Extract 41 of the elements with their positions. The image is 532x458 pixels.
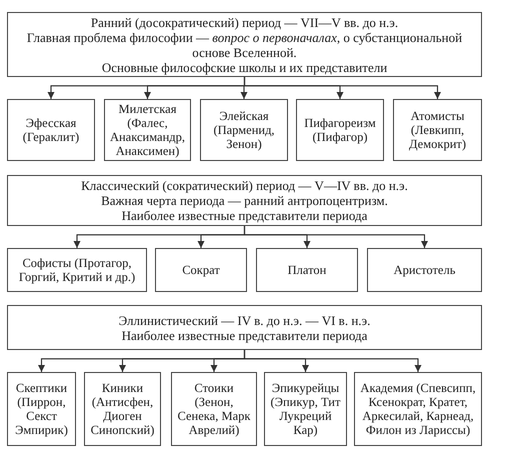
box-text: Эфесская (Гераклит): [22, 116, 80, 144]
school-box: [367, 248, 482, 292]
school-box: [7, 99, 95, 161]
box-text: Эллинистический — IV в. до н.э. — VI в. н.э.: [118, 312, 370, 328]
school-box: [393, 99, 482, 161]
school-box: [296, 99, 384, 161]
box-text: Наиболее известные представители периода: [122, 208, 368, 223]
box-text: Милетская (Фалес, Анаксимандр, Анаксимен): [108, 102, 186, 158]
arrow: [244, 77, 441, 99]
school-box: [171, 372, 257, 446]
period-box: [7, 175, 482, 226]
box-text: Скептики (Пиррон, Секст Эмпирик): [14, 381, 69, 437]
school-box: [256, 248, 358, 292]
school-box: [264, 372, 347, 446]
box-text: Ранний (досократический) период — VII—V вв. до н.э.: [90, 14, 398, 30]
school-box: [84, 372, 161, 446]
box-text: Киники (Антисфен, Диоген Синопский): [90, 381, 156, 437]
box-text: Классический (сократический) период — V—IV вв. до н.э.: [81, 178, 408, 193]
box-text: Основные философские школы и их представители: [102, 60, 388, 74]
box-text: Атомисты (Левкипп, Демокрит): [408, 109, 468, 151]
box-text: Стоики (Зенон, Сенека, Марк Аврелий): [176, 381, 252, 437]
box-text: Сократ: [182, 263, 220, 277]
school-box: [354, 372, 482, 446]
school-box: [7, 248, 147, 292]
period-box: [7, 305, 482, 350]
period-box: [7, 12, 482, 77]
box-text: Важная черта периода — ранний антропоцентризм.: [101, 193, 388, 208]
box-text: Пифагореизм (Пифагор): [303, 116, 377, 144]
school-box: [7, 372, 76, 446]
box-text: Академия (Спевсипп, Ксенократ, Кратет, Аркесилай, Карнеад, Филон из Лариссы): [359, 381, 477, 437]
arrow: [244, 226, 428, 248]
box-text: Софисты (Протагор, Горгий, Критий и др.): [18, 256, 136, 284]
box-text: Элейская (Парменид, Зенон): [212, 109, 276, 151]
school-box: [155, 248, 247, 292]
box-text: Платон: [288, 263, 326, 277]
box-text: Аристотель: [394, 263, 456, 277]
box-text: Наиболее известные представители периода: [122, 328, 368, 342]
arrow: [244, 350, 422, 372]
box-text: Эпикурейцы (Эпикур, Тит Лукреций Кар): [270, 381, 342, 437]
box-text: Главная проблема философии — вопрос о первоначалах, о субстанциональной основе Вселенной.: [26, 30, 464, 60]
school-box: [200, 99, 288, 161]
